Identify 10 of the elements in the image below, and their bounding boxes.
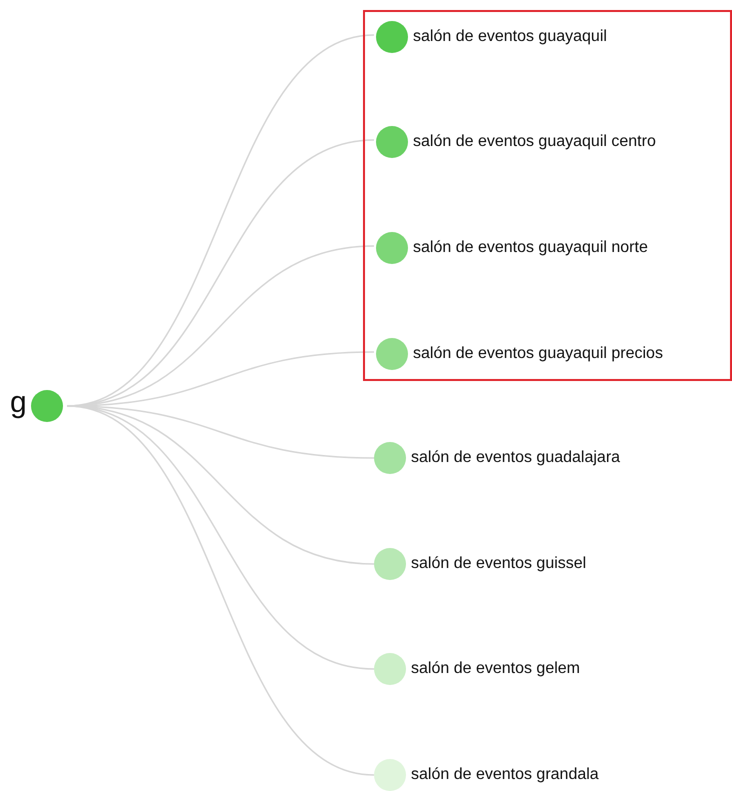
highlight-frame xyxy=(363,10,732,381)
keyword-label: salón de eventos guayaquil xyxy=(413,28,607,46)
keyword-label: salón de eventos guayaquil centro xyxy=(413,133,656,151)
root-label: g xyxy=(10,386,27,420)
keyword-label: salón de eventos gelem xyxy=(411,660,580,678)
keyword-label: salón de eventos guissel xyxy=(411,555,586,573)
keyword-label: salón de eventos guadalajara xyxy=(411,449,620,467)
keyword-label: salón de eventos guayaquil norte xyxy=(413,239,648,257)
keyword-label: salón de eventos grandala xyxy=(411,766,599,784)
keyword-label: salón de eventos guayaquil precios xyxy=(413,345,663,363)
